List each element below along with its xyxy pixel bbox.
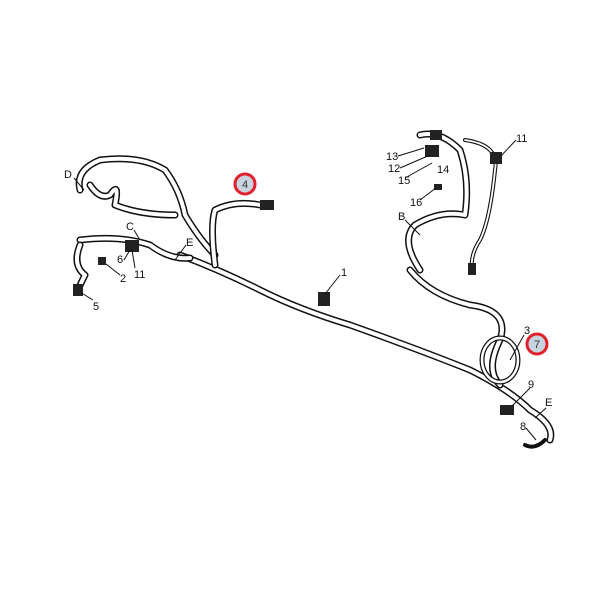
label-7: 7 xyxy=(534,339,540,351)
label-12: 12 xyxy=(388,163,400,175)
label-5: 5 xyxy=(93,301,99,313)
label-16: 16 xyxy=(410,197,422,209)
label-2: 2 xyxy=(120,273,126,285)
highlight-callout-4[interactable]: 4 xyxy=(233,172,257,196)
label-4: 4 xyxy=(242,179,248,191)
connectors xyxy=(73,130,514,415)
label-11-right: 11 xyxy=(516,133,527,145)
label-11-left: 11 xyxy=(134,269,145,281)
label-D: D xyxy=(64,169,72,181)
label-1: 1 xyxy=(341,267,347,279)
label-E-left: E xyxy=(186,237,193,249)
main-harness xyxy=(73,130,555,449)
label-13: 13 xyxy=(386,151,398,163)
callout-labels: D C E 6 11 2 5 1 11 13 12 14 15 16 B 3 9… xyxy=(64,133,552,433)
leader-lines xyxy=(73,139,547,441)
label-B: B xyxy=(398,211,405,223)
label-14: 14 xyxy=(437,164,449,176)
label-8: 8 xyxy=(520,421,526,433)
label-6: 6 xyxy=(117,254,123,266)
label-15: 15 xyxy=(398,175,410,187)
label-E-right: E xyxy=(545,397,552,409)
label-9: 9 xyxy=(528,379,534,391)
label-3: 3 xyxy=(524,325,530,337)
label-C: C xyxy=(126,221,134,233)
highlight-callout-7[interactable]: 7 xyxy=(525,332,549,356)
